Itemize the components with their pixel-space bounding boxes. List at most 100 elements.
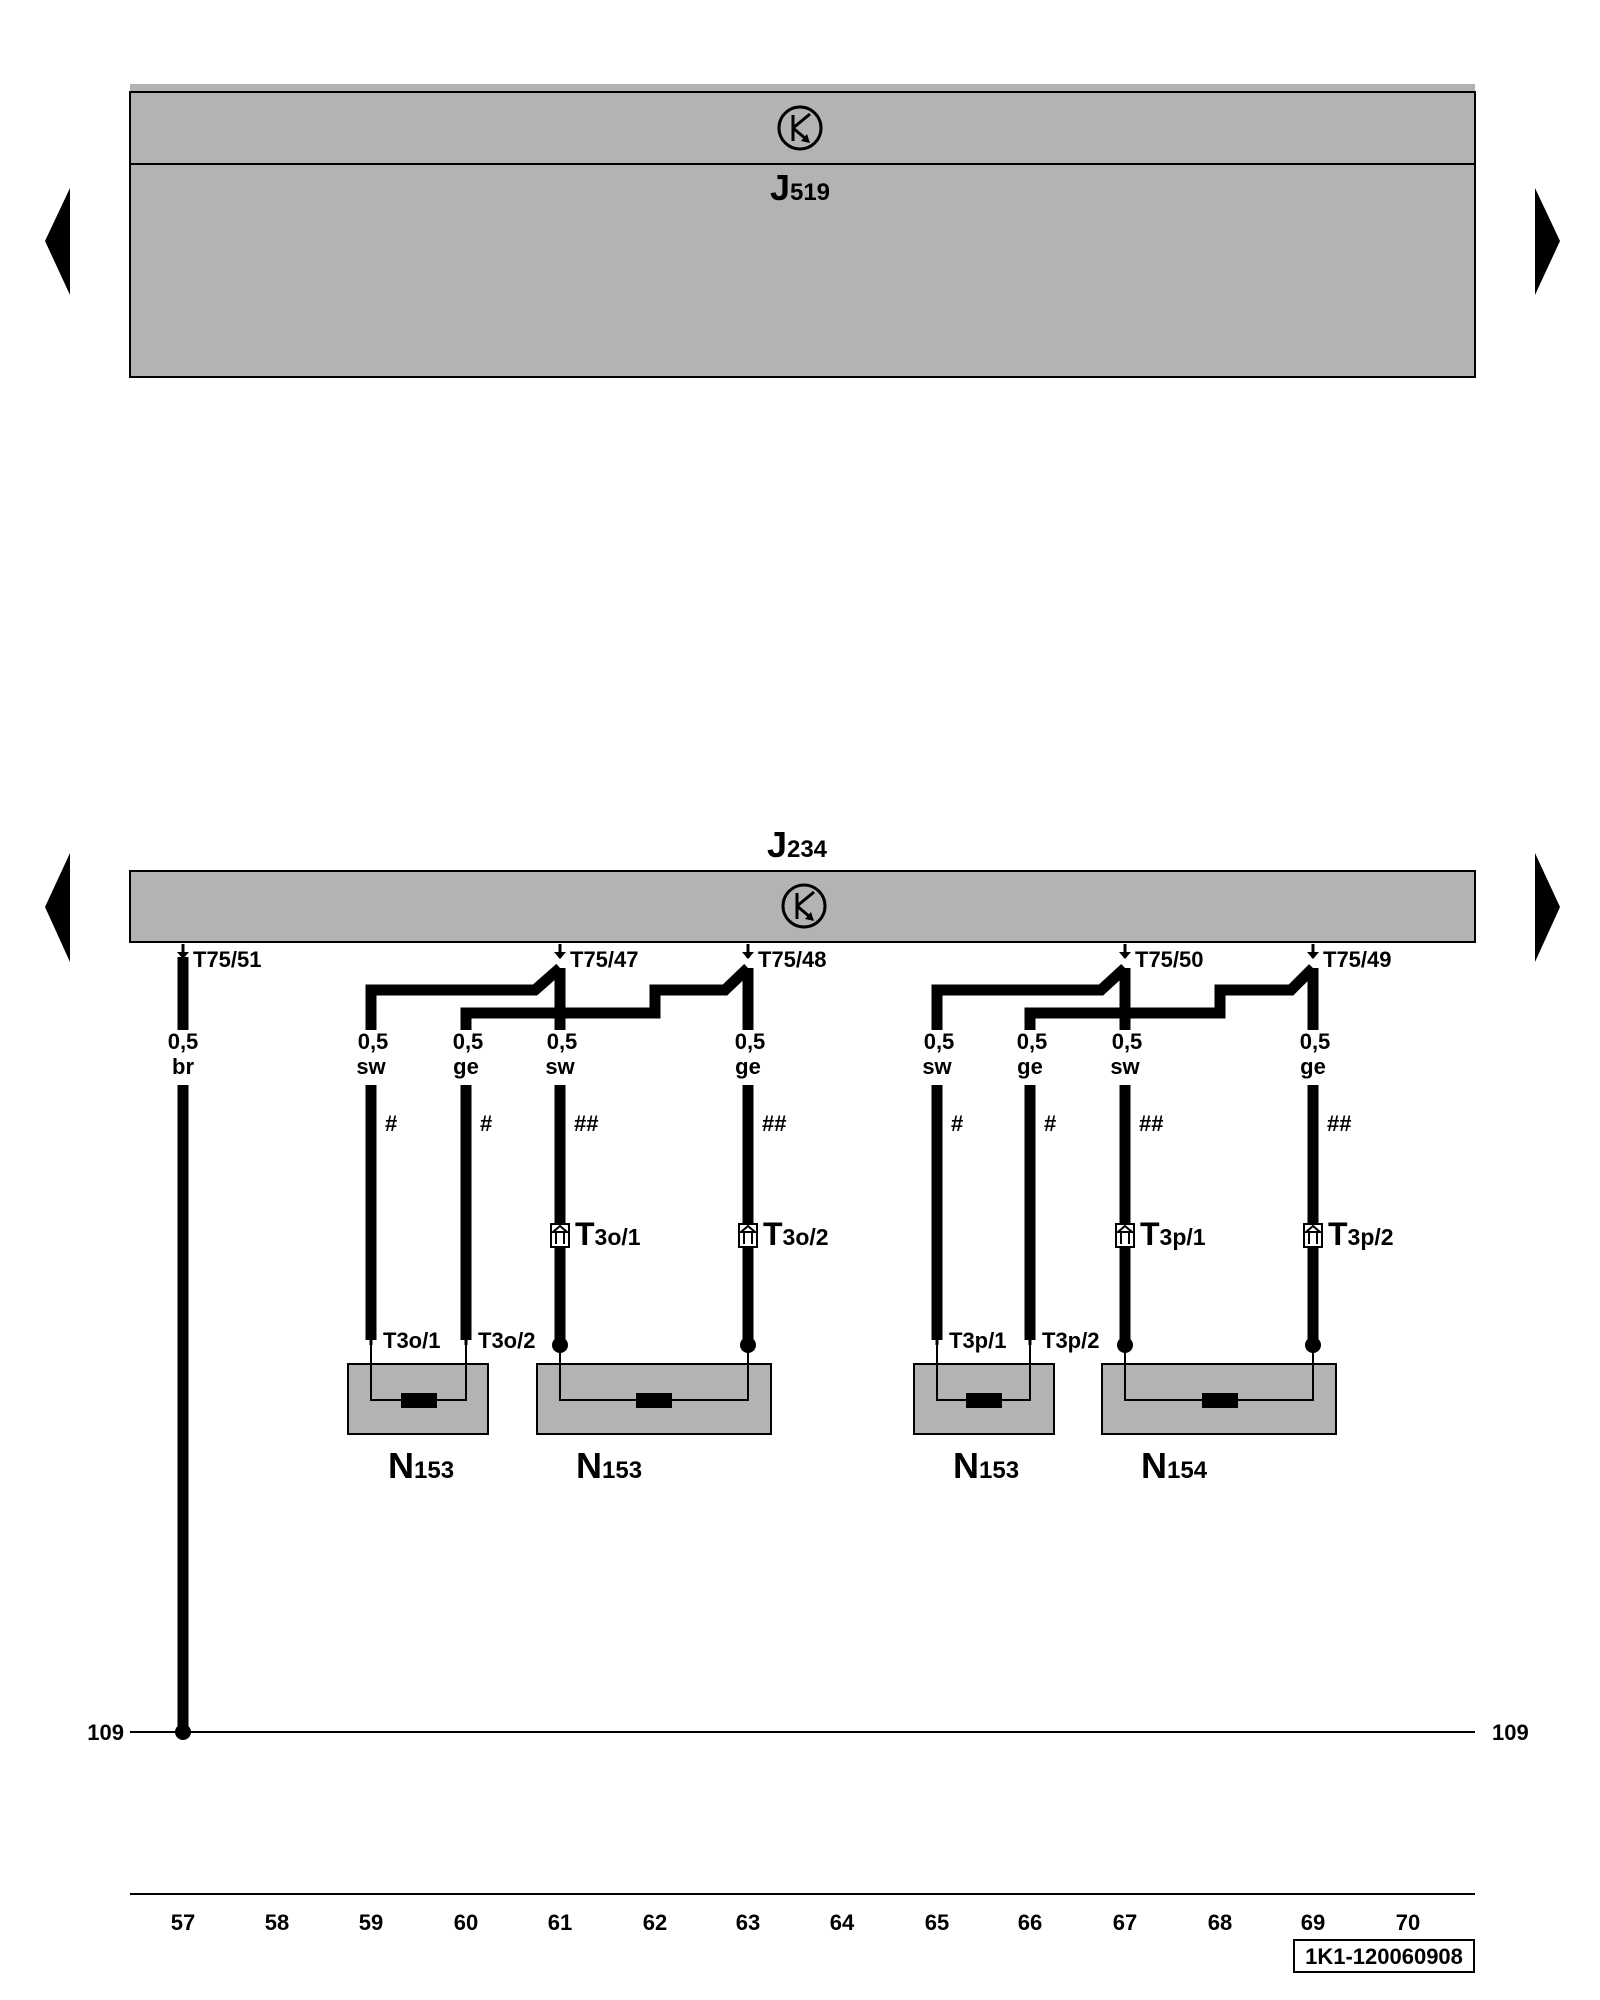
component-label: N153 <box>388 1445 454 1486</box>
wire-mark: ## <box>1327 1111 1351 1136</box>
wire-color: sw <box>545 1054 575 1079</box>
component-label: N153 <box>576 1445 642 1486</box>
module-j519-top-strip <box>130 84 1475 92</box>
wire-color: ge <box>1300 1054 1326 1079</box>
wire-size: 0,5 <box>735 1029 766 1054</box>
component-n153 <box>347 1345 489 1435</box>
wire-size: 0,5 <box>453 1029 484 1054</box>
component-pin-label: T3o/2 <box>478 1328 535 1353</box>
column-number: 70 <box>1396 1910 1420 1935</box>
module-pin-terminals <box>177 944 1319 959</box>
column-numbers: 57 58 59 60 61 62 63 64 65 66 67 68 69 7… <box>171 1910 1420 1935</box>
column-number: 69 <box>1301 1910 1325 1935</box>
wire-size: 0,5 <box>358 1029 389 1054</box>
inline-connector <box>738 1223 758 1248</box>
wire-ge-link <box>560 964 752 1019</box>
wire-sw-59 <box>365 963 564 1030</box>
wire-color: ge <box>453 1054 479 1079</box>
wire-size: 0,5 <box>1300 1029 1331 1054</box>
pin-label: T75/47 <box>570 947 639 972</box>
pin-label: T75/49 <box>1323 947 1392 972</box>
inline-connector <box>550 1223 570 1248</box>
column-number: 65 <box>925 1910 949 1935</box>
page-prev-arrow-icon[interactable] <box>45 853 70 962</box>
wire-size: 0,5 <box>924 1029 955 1054</box>
wire-mark: # <box>1044 1111 1056 1136</box>
column-number: 62 <box>643 1910 667 1935</box>
wire-mark: ## <box>1139 1111 1163 1136</box>
wire-color: br <box>172 1054 194 1079</box>
pin-label: T75/50 <box>1135 947 1204 972</box>
inline-connector <box>1115 1223 1135 1248</box>
wire-ge-60 <box>460 1007 560 1030</box>
junction-dot <box>740 1337 756 1353</box>
column-number: 64 <box>830 1910 855 1935</box>
inline-connector-label: T3p/2 <box>1328 1216 1394 1252</box>
column-number: 68 <box>1208 1910 1232 1935</box>
wire-mark: # <box>951 1111 963 1136</box>
column-number: 59 <box>359 1910 383 1935</box>
wire-sw-65 <box>931 963 1129 1030</box>
wire-marks: # # ## ## # # ## ## <box>385 1111 1351 1136</box>
component-pin-label: T3p/1 <box>949 1328 1006 1353</box>
wire-mark: # <box>385 1111 397 1136</box>
module-j519-header <box>129 91 1476 165</box>
module-j519-body <box>129 163 1476 378</box>
page-next-arrow-icon[interactable] <box>1535 188 1560 295</box>
inline-connector <box>1303 1223 1323 1248</box>
module-j519: J519 <box>129 84 1476 378</box>
wire-color: ge <box>1017 1054 1043 1079</box>
component-n153 <box>536 1345 772 1435</box>
component-label: N154 <box>1141 1445 1208 1486</box>
wire-mark: ## <box>574 1111 598 1136</box>
column-number: 61 <box>548 1910 572 1935</box>
column-number: 63 <box>736 1910 760 1935</box>
wire-color: ge <box>735 1054 761 1079</box>
ground-ref-left: 109 <box>87 1720 124 1745</box>
column-number: 60 <box>454 1910 478 1935</box>
junction-dot <box>552 1337 568 1353</box>
junction-dot <box>1117 1337 1133 1353</box>
wire-ge-66 <box>1024 1007 1125 1030</box>
ground-ref-right: 109 <box>1492 1720 1529 1745</box>
wire-mark: ## <box>762 1111 786 1136</box>
inline-connector-label: T3o/2 <box>763 1216 829 1252</box>
column-number: 66 <box>1018 1910 1042 1935</box>
component-pin-label: T3p/2 <box>1042 1328 1099 1353</box>
page-next-arrow-icon[interactable] <box>1535 853 1560 962</box>
ground-junction-dot <box>175 1724 191 1740</box>
component-pin-label: T3o/1 <box>383 1328 440 1353</box>
junction-dot <box>1305 1337 1321 1353</box>
column-number: 57 <box>171 1910 195 1935</box>
wire-labels: 0,5 br 0,5 sw 0,5 ge 0,5 sw 0,5 ge 0,5 s… <box>168 1029 1331 1079</box>
page-prev-arrow-icon[interactable] <box>45 188 70 295</box>
wire-color: sw <box>1110 1054 1140 1079</box>
module-j519-label: J519 <box>770 167 830 208</box>
wire-size: 0,5 <box>1112 1029 1143 1054</box>
column-number: 58 <box>265 1910 289 1935</box>
doc-code: 1K1-120060908 <box>1305 1944 1463 1969</box>
module-j234-label: J234 <box>767 824 828 865</box>
wire-mark: # <box>480 1111 492 1136</box>
component-n154 <box>1101 1345 1337 1435</box>
wire-color: sw <box>922 1054 952 1079</box>
pin-label: T75/48 <box>758 947 827 972</box>
pin-label: T75/51 <box>193 947 262 972</box>
doc-code-box <box>1293 1939 1475 1973</box>
inline-connector-label: T3p/1 <box>1140 1216 1206 1252</box>
wire-ge-link <box>1125 964 1317 1019</box>
wire-size: 0,5 <box>547 1029 578 1054</box>
label-gaps <box>160 1030 1338 1085</box>
electronic-icon <box>777 105 823 151</box>
component-n153 <box>913 1345 1055 1435</box>
component-pin-terminals <box>366 1334 1035 1345</box>
module-j234-body <box>129 870 1476 943</box>
module-j234: J234 <box>129 824 1476 943</box>
wire-color: sw <box>356 1054 386 1079</box>
column-number: 67 <box>1113 1910 1137 1935</box>
wire-size: 0,5 <box>168 1029 199 1054</box>
inline-connector-label: T3o/1 <box>575 1216 641 1252</box>
component-label: N153 <box>953 1445 1019 1486</box>
electronic-icon <box>781 883 827 929</box>
